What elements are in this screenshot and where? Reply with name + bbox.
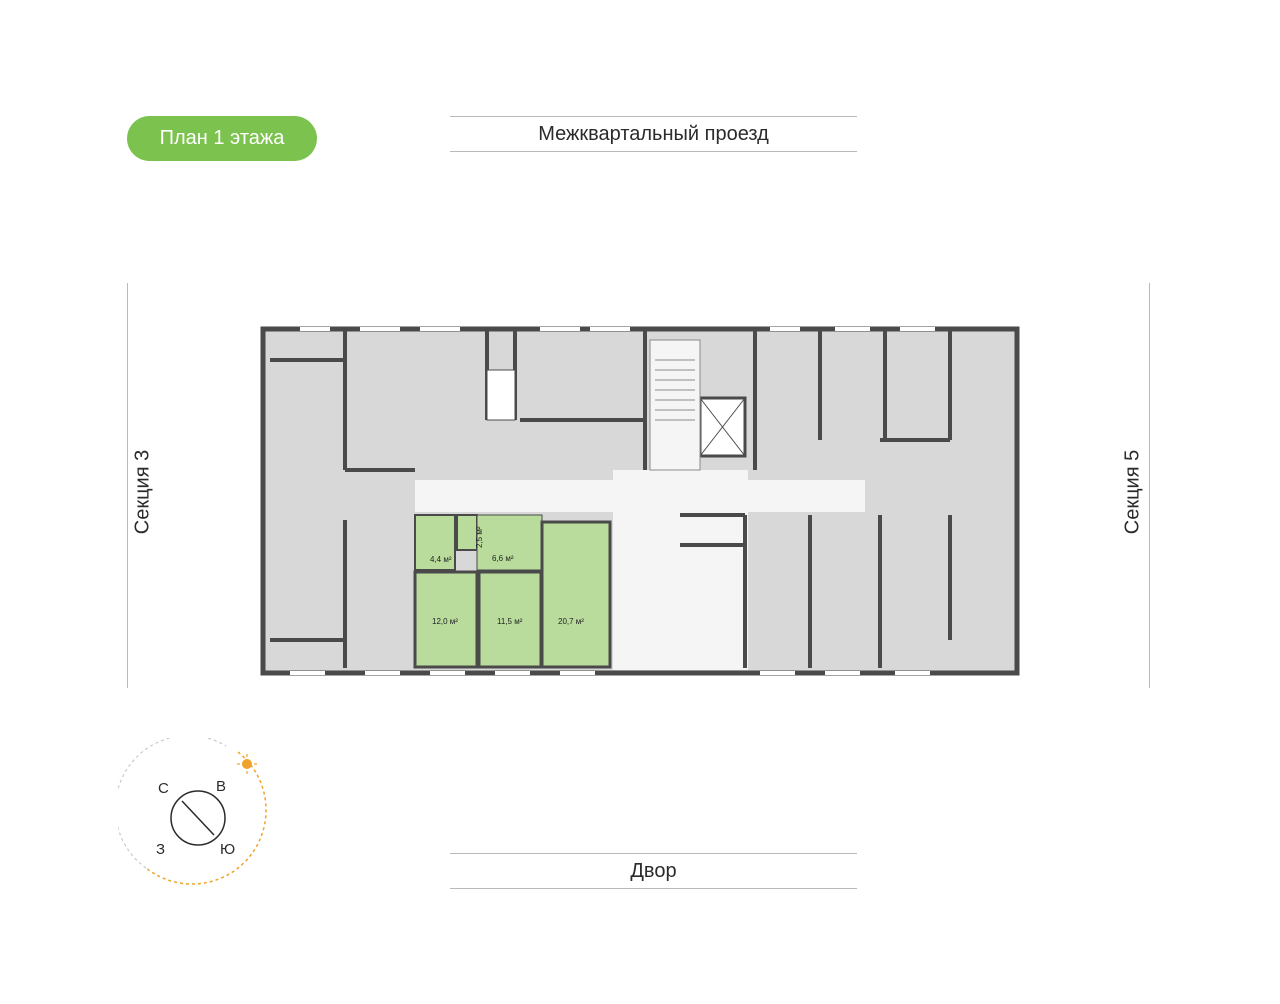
compass-north: С xyxy=(158,780,169,797)
compass-east: В xyxy=(216,778,226,795)
sun-path xyxy=(145,751,267,885)
windows xyxy=(290,327,935,675)
stair-core xyxy=(486,339,747,471)
compass-ring xyxy=(170,790,226,846)
area-hall: 6,6 м² xyxy=(492,554,514,563)
compass: С В Ю З xyxy=(118,738,267,885)
compass-west: З xyxy=(156,841,165,858)
area-kitchen: 20,7 м² xyxy=(558,617,584,626)
compass-needle xyxy=(181,800,215,836)
floor-plan-badge: План 1 этажа xyxy=(127,116,317,161)
area-wc: 2,5 м² xyxy=(475,526,484,548)
night-path xyxy=(118,738,227,869)
building-shell xyxy=(260,326,1020,676)
compass-south: Ю xyxy=(220,841,235,858)
highlighted-apartment: 4,4 м² 2,5 м² 6,6 м² 12,0 м² 11,5 м² 20,… xyxy=(413,514,612,669)
section-divider-left xyxy=(127,283,128,688)
area-bath: 4,4 м² xyxy=(430,555,452,564)
street-label-bottom: Двор xyxy=(450,853,857,889)
sun-icon xyxy=(237,754,257,774)
section-divider-right xyxy=(1149,283,1150,688)
area-bedroom-1: 12,0 м² xyxy=(432,617,458,626)
street-label-top: Межквартальный проезд xyxy=(450,116,857,152)
area-bedroom-2: 11,5 м² xyxy=(497,617,523,626)
